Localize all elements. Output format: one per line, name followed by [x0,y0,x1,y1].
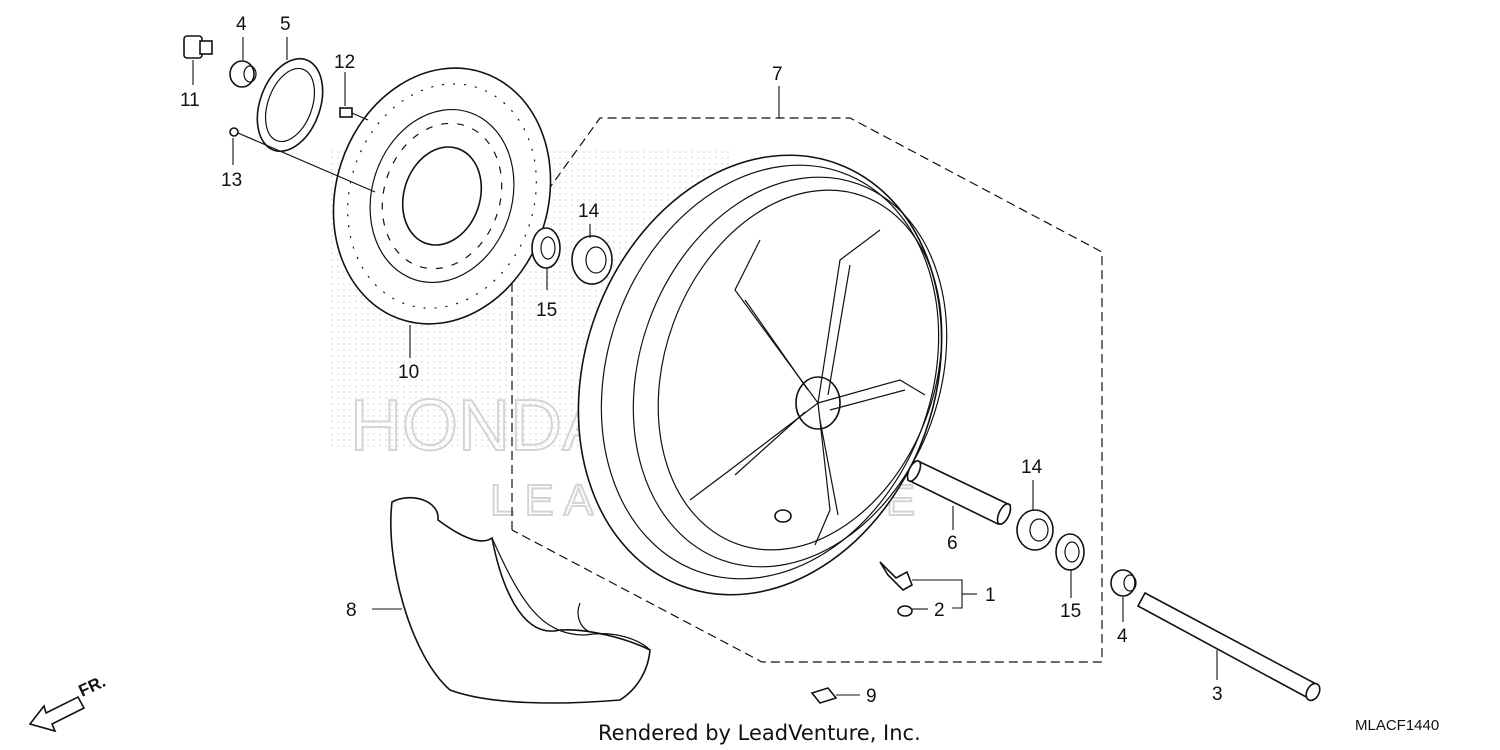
distance-collar [906,460,1012,526]
callout-labels: 1 2 3 4 4 5 6 7 8 9 10 11 12 13 14 14 15… [180,14,1223,707]
leader-lines [192,37,1218,696]
bearing-right [1016,509,1054,551]
front-direction-label: FR. [76,672,109,701]
front-direction-indicator: FR. [28,672,109,733]
callout-2: 2 [934,600,945,621]
side-collar-right [1110,569,1137,597]
pulser-ring [256,57,324,153]
ring-screw [229,127,376,193]
callout-4-right: 4 [1117,626,1128,647]
callout-14-right: 14 [1021,457,1043,478]
callout-5: 5 [280,14,291,35]
side-collar [229,60,257,88]
callout-9: 9 [866,686,877,707]
callout-7: 7 [772,64,783,85]
dust-seal-right [1055,533,1085,571]
brake-disc [332,67,552,325]
o-ring [897,605,913,617]
callout-1: 1 [985,585,996,606]
flange-bolt [183,35,213,59]
bearing-left [571,235,613,285]
callout-4-top: 4 [236,14,247,35]
callout-15-right: 15 [1060,601,1081,622]
dust-seal-left [531,227,561,269]
balance-weight [810,687,838,704]
callout-11: 11 [180,90,200,111]
diagram-code: MLACF1440 [1355,717,1439,734]
callout-8: 8 [346,600,357,621]
air-valve [879,561,913,591]
tire [390,496,651,704]
front-wheel [577,154,948,596]
callout-10: 10 [398,362,419,383]
front-axle [1136,591,1321,702]
watermark-brand: HONDA [350,386,610,466]
disc-bolt [339,107,369,121]
callout-15-left: 15 [536,300,557,321]
callout-3: 3 [1212,684,1223,705]
callout-13: 13 [221,170,242,191]
callout-6: 6 [947,533,958,554]
render-credit: Rendered by LeadVenture, Inc. [598,721,921,745]
callout-12: 12 [334,52,355,73]
callout-14-left: 14 [578,201,600,222]
front-arrow-icon [28,695,86,733]
